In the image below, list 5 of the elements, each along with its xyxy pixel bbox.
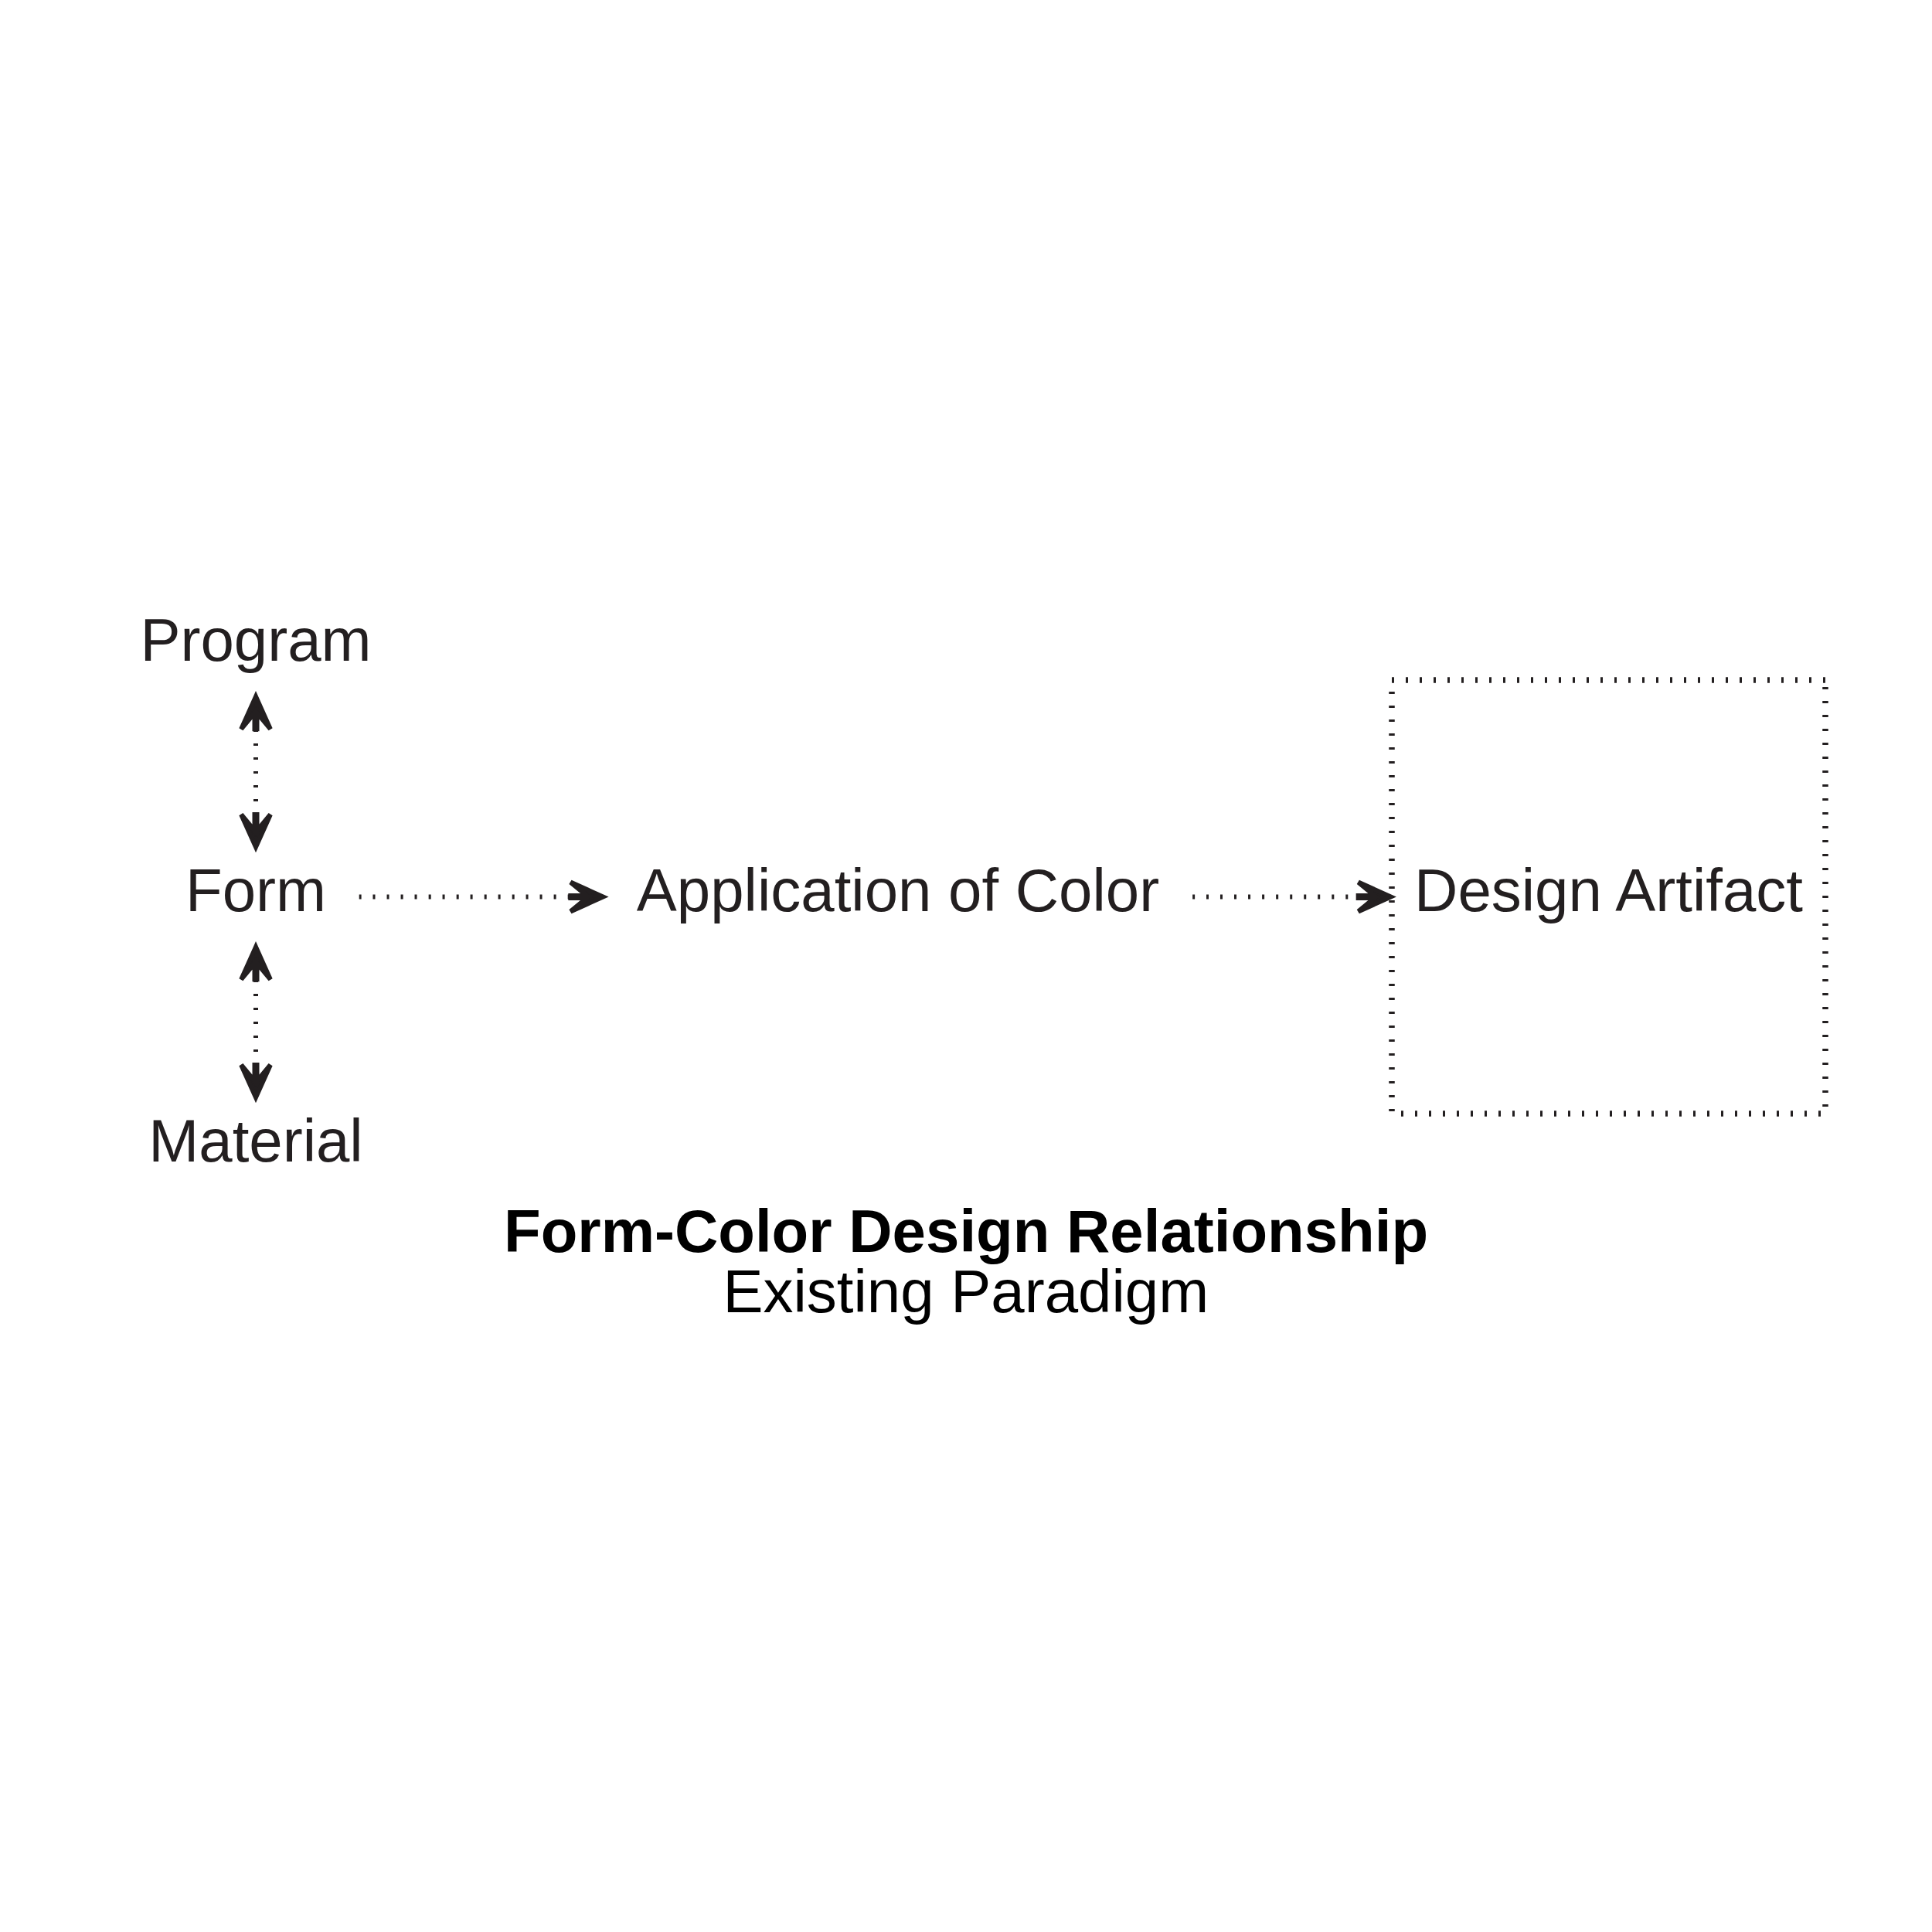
node-box: Design Artifact	[1388, 676, 1828, 1117]
node-text: Application of Color	[636, 855, 1159, 924]
node-text: Material	[148, 1106, 363, 1175]
node-text: Form	[185, 855, 326, 924]
node-text: Program	[139, 605, 372, 674]
